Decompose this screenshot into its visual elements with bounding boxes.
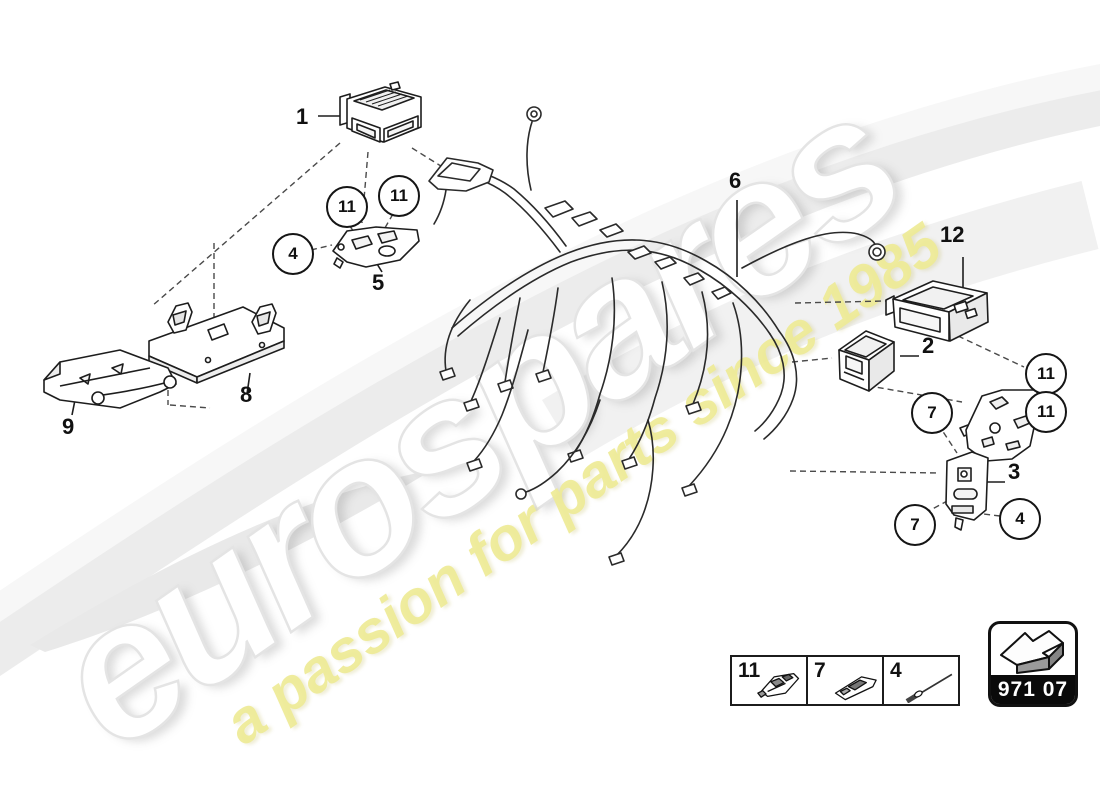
callout-part-6[interactable]: 6	[729, 168, 742, 193]
callout-part-12[interactable]: 12	[940, 222, 965, 247]
part-2-control-module	[838, 330, 895, 392]
callout-part-5[interactable]: 5	[372, 270, 385, 295]
callout-part-9[interactable]: 9	[62, 414, 75, 439]
fastener-legend: 11 7 4	[730, 655, 960, 706]
harness-clip-flat-icon	[834, 676, 877, 701]
callout-part-4-b[interactable]: 4	[999, 498, 1041, 540]
legend-item-4: 4	[884, 657, 958, 704]
part-3-bracket	[945, 451, 989, 531]
callout-part-8[interactable]: 8	[240, 382, 253, 407]
legend-item-11: 11	[732, 657, 808, 704]
legend-item-7-label: 7	[814, 659, 826, 682]
callout-part-7-b[interactable]: 7	[894, 504, 936, 546]
part-6-wiring-harness	[428, 106, 886, 566]
harness-clip-icon	[757, 672, 800, 698]
part-8-mounting-plate	[148, 302, 285, 384]
callout-part-11-a[interactable]: 11	[326, 186, 368, 228]
callout-part-7-a[interactable]: 7	[911, 392, 953, 434]
callout-part-11-c[interactable]: 11	[1025, 353, 1067, 395]
callout-part-2[interactable]: 2	[922, 333, 935, 358]
legend-item-7: 7	[808, 657, 884, 704]
part-12-control-module	[885, 280, 989, 342]
callout-part-11-b[interactable]: 11	[378, 175, 420, 217]
section-code: 971 07	[991, 675, 1075, 704]
rivet-icon	[905, 673, 953, 703]
callout-part-11-d[interactable]: 11	[1025, 391, 1067, 433]
section-arrow-icon	[1000, 630, 1064, 674]
callout-part-1[interactable]: 1	[296, 104, 309, 129]
part-9-bracket	[43, 349, 177, 409]
leader-lines-dashed	[151, 142, 1027, 517]
leader-lines-solid	[71, 115, 1005, 483]
legend-item-11-label: 11	[738, 659, 761, 682]
part-11-bracket-plate	[959, 389, 1041, 462]
section-code-badge: 971 07	[988, 621, 1078, 707]
part-5-bracket	[332, 226, 420, 269]
legend-item-4-label: 4	[890, 659, 902, 682]
callout-part-3[interactable]: 3	[1008, 459, 1021, 484]
part-1-engine-control-unit	[339, 81, 422, 143]
callout-part-4-a[interactable]: 4	[272, 233, 314, 275]
